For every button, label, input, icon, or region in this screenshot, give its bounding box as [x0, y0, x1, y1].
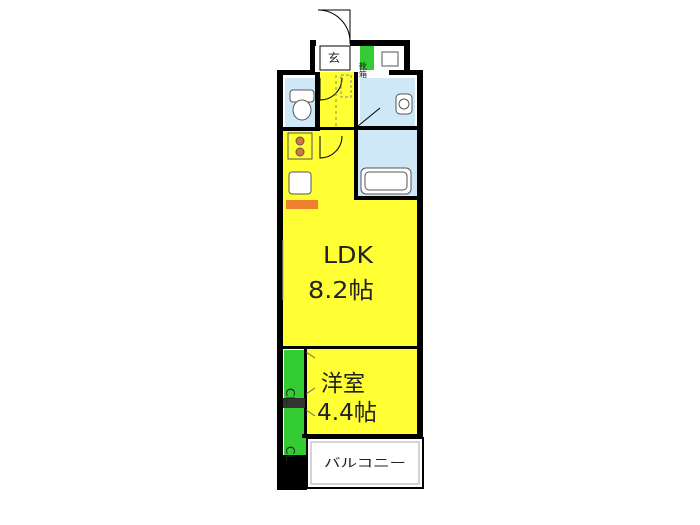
balcony-label: バルコニー	[324, 456, 406, 470]
ldk-area	[283, 200, 417, 348]
hallway-area	[320, 72, 354, 200]
closet-bottom-label: CL	[283, 446, 297, 461]
entrance-floor	[319, 45, 351, 71]
sink-icon	[288, 171, 312, 195]
closet-top-label: CL	[283, 388, 297, 403]
ldk-label: LDK	[323, 243, 374, 269]
doors	[282, 9, 381, 300]
closet-bottom-area	[284, 408, 306, 455]
toilet-icon	[289, 89, 315, 121]
entrance-label: 玄	[328, 50, 340, 65]
interior-walls	[283, 72, 419, 435]
closet-top-area	[284, 350, 306, 398]
western-room-label: 洋室	[321, 371, 365, 397]
shoe-box-label: 靴箱	[359, 61, 368, 79]
shoe-box-area	[360, 46, 374, 70]
bathtub-icon	[360, 167, 412, 195]
ldk-size-label: 8.2帖	[308, 278, 374, 304]
western-room-size-label: 4.4帖	[317, 400, 377, 426]
kitchen-counter	[286, 200, 318, 209]
walls	[277, 40, 423, 490]
western-room-area	[306, 348, 417, 434]
washbasin-icon	[381, 51, 413, 115]
stove-icon	[287, 132, 313, 160]
balcony	[306, 437, 424, 489]
